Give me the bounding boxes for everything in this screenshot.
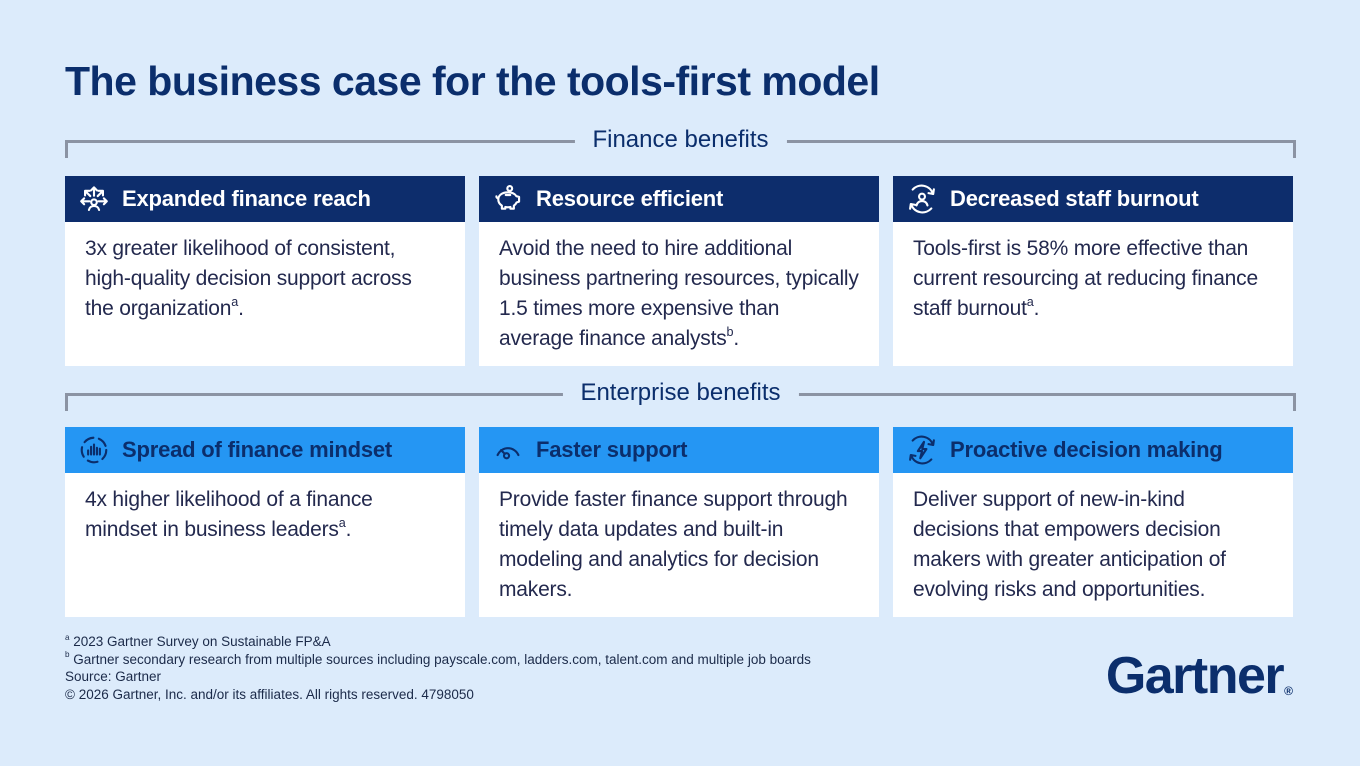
card-body: 3x greater likelihood of consistent, hig… bbox=[65, 222, 465, 366]
card-body: 4x higher likelihood of a finance mindse… bbox=[65, 473, 465, 617]
card-header: Resource efficient bbox=[479, 176, 879, 222]
card-header: Spread of finance mindset bbox=[65, 427, 465, 473]
footnote-text: Gartner secondary research from multiple… bbox=[69, 651, 811, 667]
footnote-b: b Gartner secondary research from multip… bbox=[65, 650, 811, 669]
card-text-end: . bbox=[238, 297, 244, 320]
footnote-ref: b bbox=[726, 325, 734, 339]
card-proactive-decision-making: Proactive decision making Deliver suppor… bbox=[893, 427, 1293, 617]
page-title: The business case for the tools-first mo… bbox=[65, 58, 880, 104]
gauge-icon bbox=[492, 434, 524, 466]
footnote-ref: a bbox=[231, 295, 239, 309]
footnote-text: © 2026 Gartner, Inc. and/or its affiliat… bbox=[65, 686, 474, 702]
card-heading: Expanded finance reach bbox=[122, 186, 371, 211]
card-text-end: . bbox=[345, 518, 352, 541]
card-body: Deliver support of new-in-kind decisions… bbox=[893, 473, 1293, 617]
card-heading: Resource efficient bbox=[536, 186, 724, 211]
card-header: Proactive decision making bbox=[893, 427, 1293, 473]
card-faster-support: Faster support Provide faster finance su… bbox=[479, 427, 879, 617]
card-text: Provide faster finance support through t… bbox=[499, 488, 848, 601]
copyright-line: © 2026 Gartner, Inc. and/or its affiliat… bbox=[65, 686, 811, 704]
person-cycle-icon bbox=[906, 183, 938, 215]
card-expanded-finance-reach: Expanded finance reach 3x greater likeli… bbox=[65, 176, 465, 366]
card-header: Expanded finance reach bbox=[65, 176, 465, 222]
footnote-a: a 2023 Gartner Survey on Sustainable FP&… bbox=[65, 633, 811, 651]
finance-cards-row: Expanded finance reach 3x greater likeli… bbox=[65, 176, 1293, 366]
card-text: Deliver support of new-in-kind decisions… bbox=[913, 488, 1226, 601]
piggy-bank-icon bbox=[492, 183, 524, 215]
card-heading: Proactive decision making bbox=[950, 437, 1223, 462]
card-body: Avoid the need to hire additional busine… bbox=[479, 222, 879, 366]
card-spread-of-finance-mindset: Spread of finance mindset 4x higher like… bbox=[65, 427, 465, 617]
expand-reach-icon bbox=[78, 183, 110, 215]
enterprise-benefits-label: Enterprise benefits bbox=[562, 379, 799, 407]
card-decreased-staff-burnout: Decreased staff burnout Tools-first is 5… bbox=[893, 176, 1293, 366]
card-heading: Decreased staff burnout bbox=[950, 186, 1199, 211]
footnotes: a 2023 Gartner Survey on Sustainable FP&… bbox=[65, 633, 811, 703]
footnote-text: 2023 Gartner Survey on Sustainable FP&A bbox=[69, 634, 331, 649]
footnote-text: Source: Gartner bbox=[65, 669, 162, 684]
card-header: Decreased staff burnout bbox=[893, 176, 1293, 222]
card-text: Tools-first is 58% more effective than c… bbox=[913, 237, 1258, 320]
card-text: Avoid the need to hire additional busine… bbox=[499, 237, 859, 350]
finance-benefits-bracket: Finance benefits bbox=[65, 126, 1296, 158]
card-text-end: . bbox=[1033, 297, 1040, 320]
card-text-end: . bbox=[733, 327, 739, 350]
card-header: Faster support bbox=[479, 427, 879, 473]
card-text: 3x greater likelihood of consistent, hig… bbox=[85, 237, 412, 320]
footnote-marker: a bbox=[65, 632, 70, 642]
gartner-logo-text: Gartner bbox=[1105, 647, 1285, 705]
footnote-marker: b bbox=[65, 650, 70, 659]
bar-chart-circle-icon bbox=[78, 434, 110, 466]
enterprise-cards-row: Spread of finance mindset 4x higher like… bbox=[65, 427, 1293, 617]
card-text: 4x higher likelihood of a finance mindse… bbox=[85, 488, 373, 541]
footnote-ref: a bbox=[338, 516, 346, 530]
card-resource-efficient: Resource efficient Avoid the need to hir… bbox=[479, 176, 879, 366]
lightning-cycle-icon bbox=[906, 434, 938, 466]
gartner-logo: Gartner® bbox=[1105, 647, 1293, 705]
enterprise-benefits-bracket: Enterprise benefits bbox=[65, 379, 1296, 411]
source-line: Source: Gartner bbox=[65, 668, 811, 686]
finance-benefits-label: Finance benefits bbox=[574, 126, 787, 154]
card-heading: Faster support bbox=[536, 437, 688, 462]
registered-mark: ® bbox=[1284, 684, 1293, 698]
card-body: Tools-first is 58% more effective than c… bbox=[893, 222, 1293, 366]
card-heading: Spread of finance mindset bbox=[122, 437, 393, 462]
footnote-ref: a bbox=[1026, 295, 1034, 309]
card-body: Provide faster finance support through t… bbox=[479, 473, 879, 617]
